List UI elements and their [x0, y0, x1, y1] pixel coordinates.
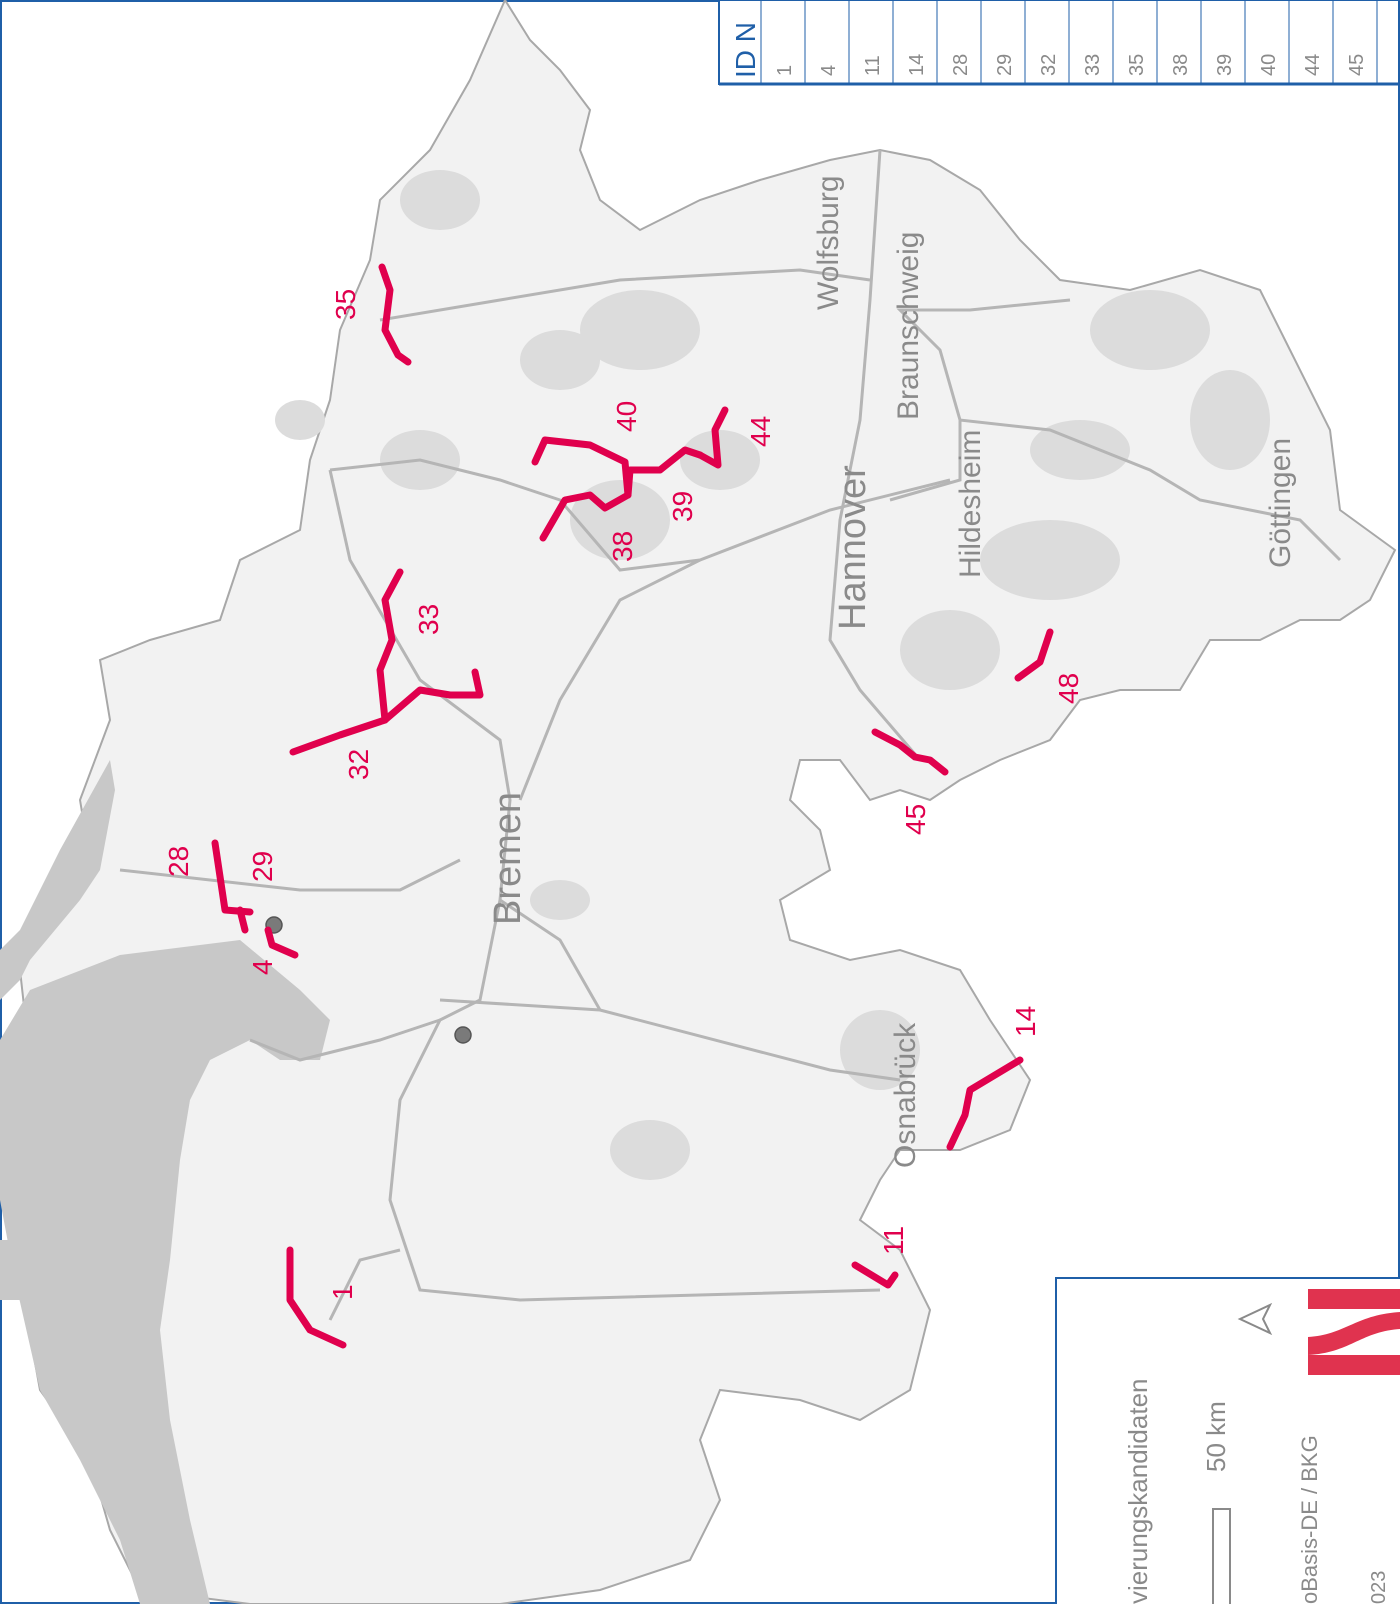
route-label-1: 1: [327, 1284, 358, 1300]
north-arrow-icon: [1237, 1302, 1273, 1336]
legend-box: vierungskandidaten 50 km oBasis-DE / BKG…: [1055, 1277, 1400, 1604]
road-network: [119, 149, 1342, 1321]
id-table-cell: 28: [950, 54, 972, 76]
route-1: [286, 1246, 347, 1349]
id-table-cell: 45: [1346, 54, 1368, 76]
id-table-cell: 29: [994, 54, 1016, 76]
water-island: [0, 1240, 20, 1300]
logo-icon: [1308, 1289, 1400, 1375]
water-estuary: [0, 760, 115, 1604]
id-table-cell: 1: [774, 65, 796, 76]
route-label-45: 45: [900, 804, 931, 835]
id-table-cell: 39: [1214, 54, 1236, 76]
city-label-wolfsburg: Wolfsburg: [812, 175, 845, 310]
route-14: [946, 1056, 1024, 1151]
route-4: [264, 926, 299, 959]
route-40: [531, 436, 632, 499]
city-label-braunschweig: Braunschweig: [892, 232, 925, 420]
city-label-bremen: Bremen: [487, 792, 529, 925]
route-label-48: 48: [1053, 673, 1084, 704]
candidate-routes: [211, 263, 1054, 1349]
route-label-39: 39: [667, 491, 698, 522]
route-38: [539, 491, 632, 542]
scale-label: 50 km: [1201, 1401, 1231, 1472]
route-label-33: 33: [413, 604, 444, 635]
water-bay: [0, 940, 330, 1604]
route-label-32: 32: [343, 749, 374, 780]
route-33: [376, 568, 404, 724]
route-label-29: 29: [247, 851, 278, 882]
id-table-cell: 33: [1082, 54, 1104, 76]
year-credit: 023: [1368, 1571, 1390, 1604]
id-table-cell: 40: [1258, 54, 1280, 76]
route-35: [378, 263, 412, 366]
route-label-44: 44: [745, 416, 776, 447]
id-table-cell: 11: [862, 55, 884, 76]
scale-bar: [1212, 1508, 1231, 1604]
city-label-hannover: Hannover: [832, 465, 874, 630]
id-table-cell: 4: [818, 65, 840, 76]
route-label-14: 14: [1010, 1006, 1041, 1037]
route-29: [236, 906, 249, 934]
legend-title: vierungskandidaten: [1123, 1379, 1153, 1604]
route-label-38: 38: [607, 531, 638, 562]
route-label-28: 28: [163, 846, 194, 877]
route-11: [851, 1261, 899, 1289]
route-label-35: 35: [330, 289, 361, 320]
id-table-cell: 32: [1038, 54, 1060, 76]
city-dot-oldenburg: [454, 1026, 472, 1044]
route-44: [696, 406, 729, 469]
route-45: [871, 728, 949, 776]
route-label-40: 40: [611, 401, 642, 432]
source-credit: oBasis-DE / BKG: [1297, 1435, 1322, 1604]
route-label-11: 11: [878, 1226, 909, 1255]
route-48: [1014, 628, 1054, 682]
id-table-header: ID N: [730, 22, 761, 78]
city-label-osnabrueck: Osnabrück: [889, 1022, 922, 1168]
city-label-goettingen: Göttingen: [1264, 438, 1297, 568]
route-32: [289, 668, 484, 756]
id-table-cell: 38: [1170, 54, 1192, 76]
id-table-cell: 35: [1126, 54, 1148, 76]
route-labels: 1 4 11 14 28 29 32 33 35 38 39 40 44 45 …: [163, 289, 1084, 1300]
id-table-cell: 44: [1302, 54, 1324, 76]
id-table-cell: 14: [906, 54, 928, 76]
route-label-4: 4: [247, 959, 278, 975]
city-label-hildesheim: Hildesheim: [954, 430, 987, 578]
